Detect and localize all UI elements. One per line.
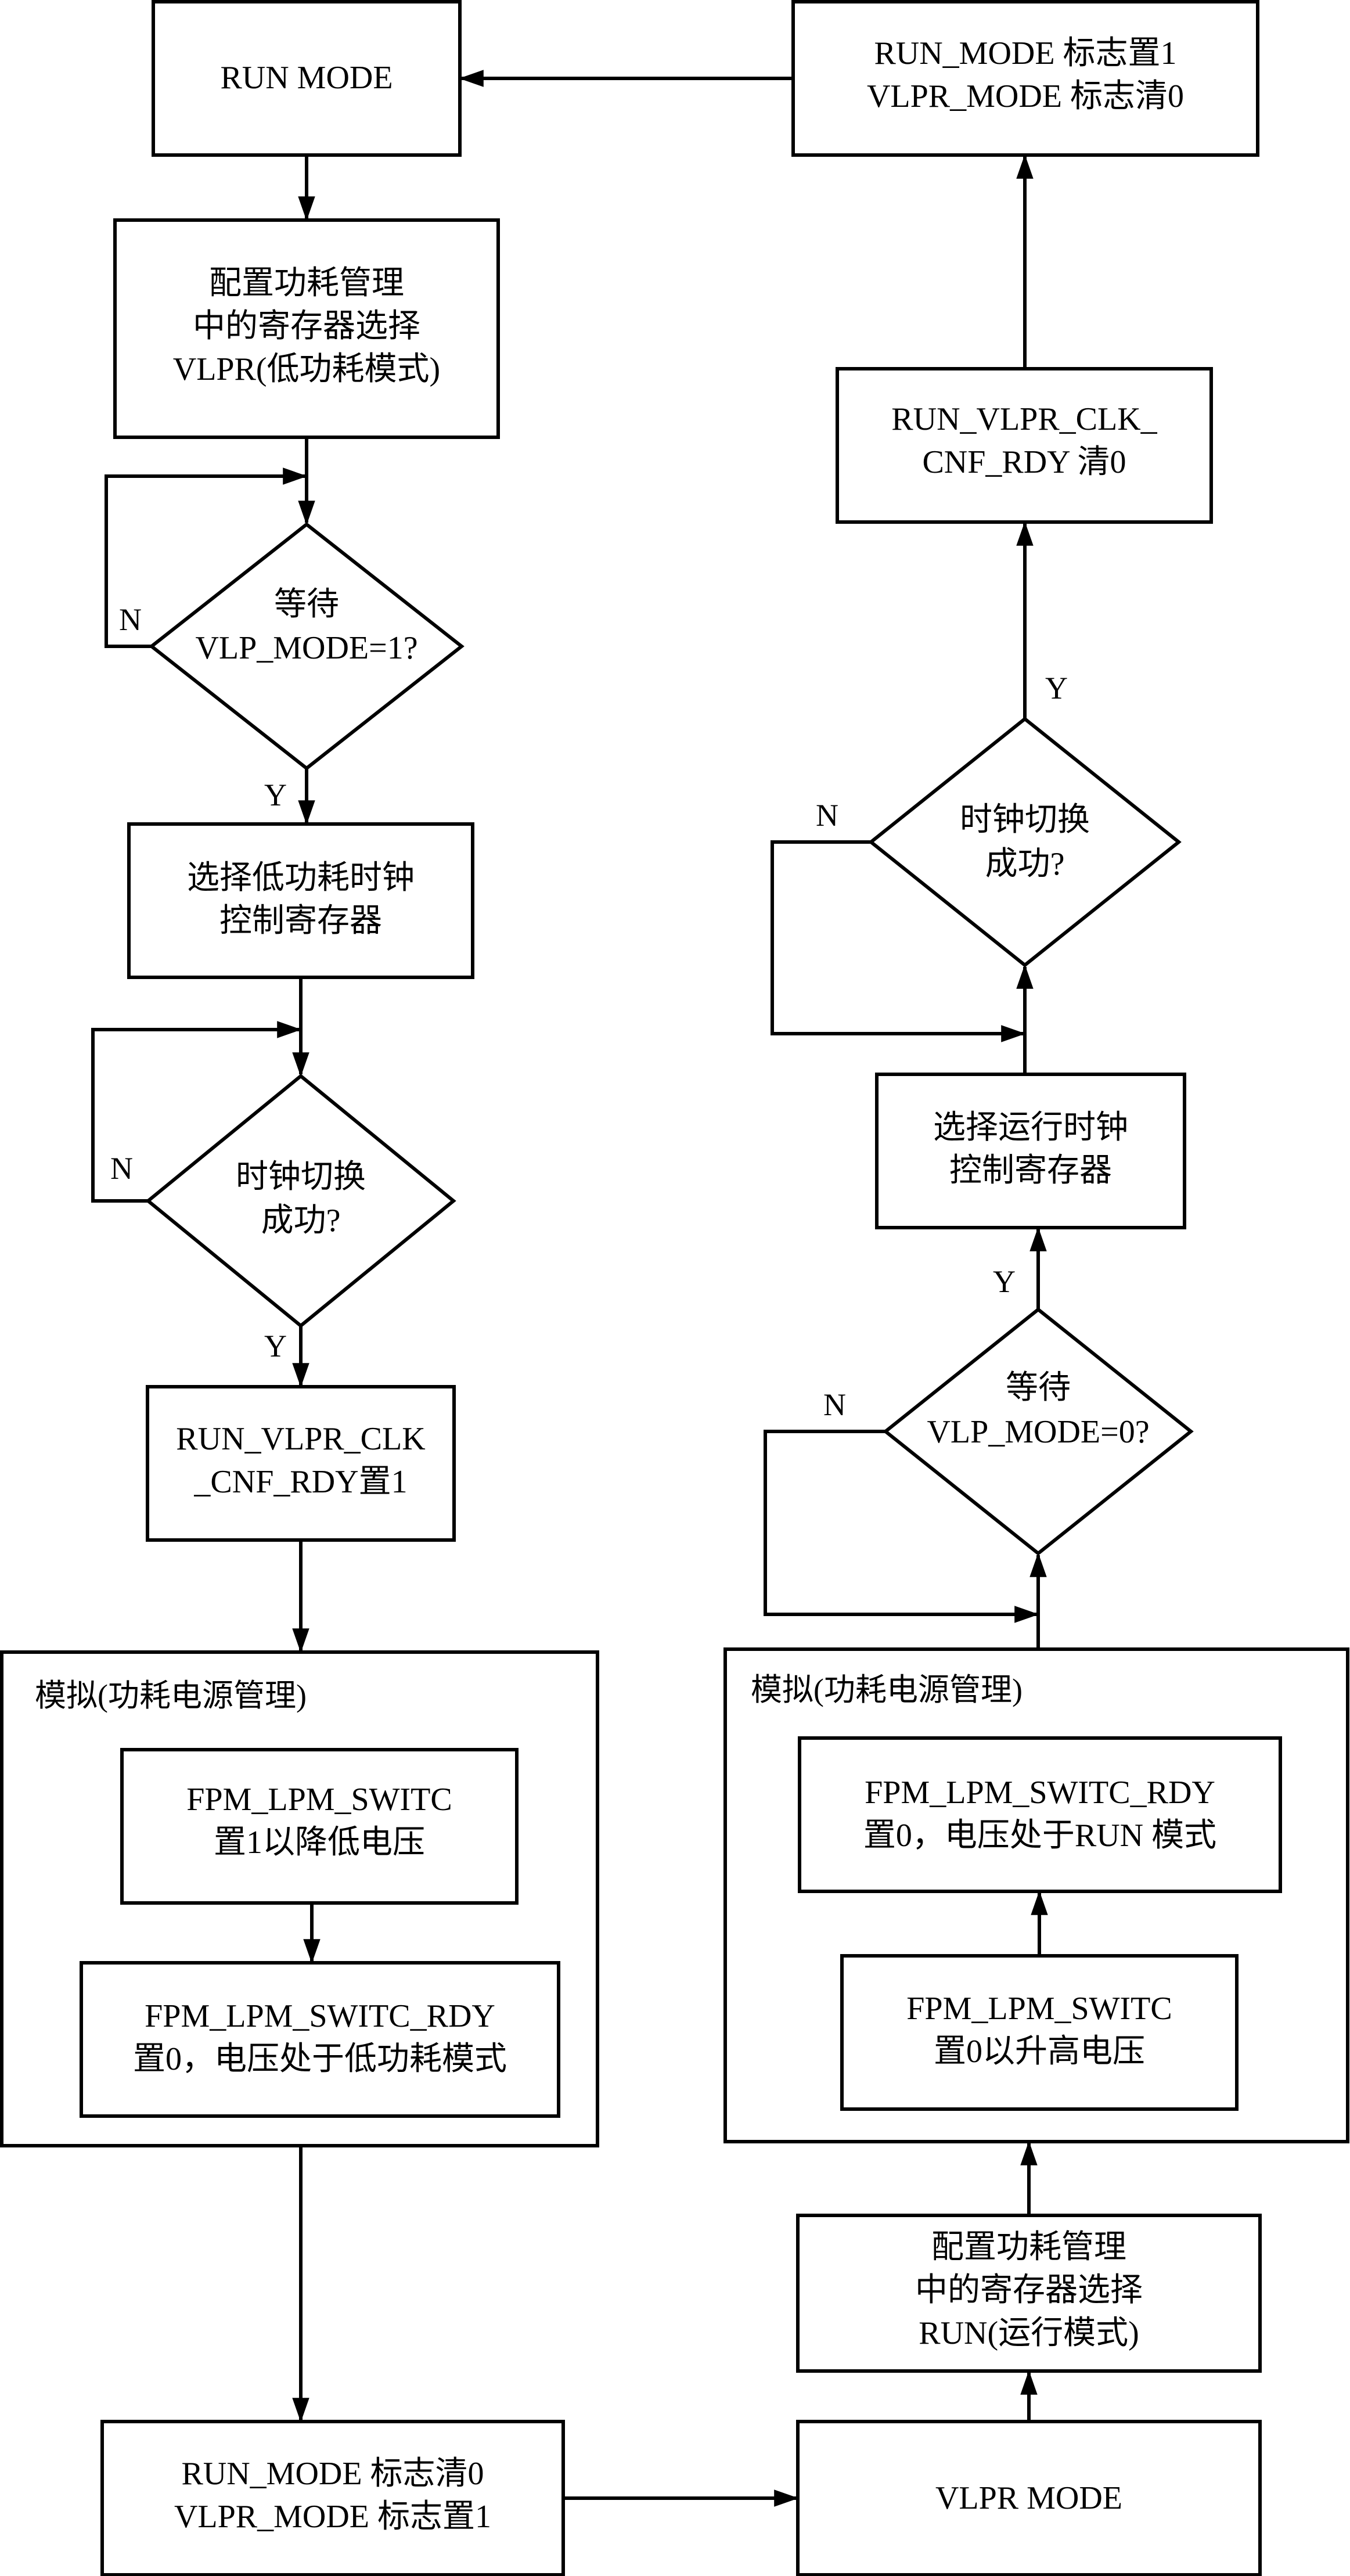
svg-text:等待: 等待 [274, 587, 339, 623]
svg-text:RUN_VLPR_CLK: RUN_VLPR_CLK [176, 1421, 425, 1457]
node-rdy-clear-0: RUN_VLPR_CLK_ CNF_RDY 清0 [836, 367, 1213, 524]
decision-clock-switch-right: 时钟切换 成功? [868, 717, 1182, 967]
node-switch-set-1-lower-voltage: FPM_LPM_SWITC 置1以降低电压 [120, 1748, 519, 1905]
loop-clock-right-no [771, 840, 1026, 1042]
decision-clock-switch-left: 时钟切换 成功? [145, 1074, 456, 1328]
svg-text:RUN_VLPR_CLK_: RUN_VLPR_CLK_ [891, 401, 1157, 437]
loop-clock-left-no [91, 1021, 302, 1203]
svg-text:配置功耗管理: 配置功耗管理 [931, 2229, 1126, 2265]
svg-text:成功?: 成功? [261, 1203, 341, 1239]
svg-text:中的寄存器选择: 中的寄存器选择 [193, 308, 420, 344]
loop-wait0-no [764, 1430, 1039, 1623]
label-yes-clock-left: Y [264, 1329, 287, 1363]
svg-text:置1以降低电压: 置1以降低电压 [214, 1825, 425, 1861]
node-run-mode: RUN MODE [152, 0, 462, 157]
label-yes-wait1: Y [264, 778, 287, 812]
svg-text:选择低功耗时钟: 选择低功耗时钟 [187, 860, 415, 896]
node-flags-to-vlpr: RUN_MODE 标志清0 VLPR_MODE 标志置1 [100, 2420, 565, 2576]
loop-wait1-no [105, 467, 308, 648]
svg-text:_CNF_RDY置1: _CNF_RDY置1 [193, 1464, 407, 1500]
label-yes-clock-right: Y [1045, 671, 1068, 706]
svg-text:CNF_RDY 清0: CNF_RDY 清0 [922, 444, 1126, 480]
svg-text:置0，电压处于RUN 模式: 置0，电压处于RUN 模式 [863, 1818, 1216, 1854]
svg-text:VLPR_MODE 标志置1: VLPR_MODE 标志置1 [174, 2499, 491, 2535]
decision-wait-vlp-mode-1: 等待 VLP_MODE=1? [149, 522, 465, 771]
node-select-low-power-clock: 选择低功耗时钟 控制寄存器 [127, 822, 474, 979]
svg-text:时钟切换: 时钟切换 [960, 802, 1090, 838]
svg-text:FPM_LPM_SWITC_RDY: FPM_LPM_SWITC_RDY [865, 1775, 1215, 1811]
svg-text:时钟切换: 时钟切换 [236, 1159, 366, 1195]
svg-text:等待: 等待 [1006, 1370, 1071, 1406]
node-vlpr-mode: VLPR MODE [796, 2420, 1262, 2576]
svg-text:VLPR(低功耗模式): VLPR(低功耗模式) [173, 351, 440, 387]
svg-text:VLP_MODE=0?: VLP_MODE=0? [927, 1414, 1149, 1450]
node-rdy-clear-run: FPM_LPM_SWITC_RDY 置0，电压处于RUN 模式 [798, 1736, 1282, 1893]
svg-text:成功?: 成功? [985, 846, 1065, 882]
label-no-wait1: N [119, 602, 142, 637]
label-no-clock-right: N [816, 798, 838, 833]
node-select-run-clock: 选择运行时钟 控制寄存器 [875, 1073, 1186, 1229]
group-label-left: 模拟(功耗电源管理) [35, 1678, 307, 1713]
node-flags-to-run: RUN_MODE 标志置1 VLPR_MODE 标志清0 [791, 0, 1259, 157]
svg-text:控制寄存器: 控制寄存器 [219, 903, 382, 939]
node-switch-set-0-raise-voltage: FPM_LPM_SWITC 置0以升高电压 [840, 1954, 1239, 2111]
label-no-clock-left: N [110, 1151, 133, 1186]
svg-text:VLPR MODE: VLPR MODE [935, 2480, 1122, 2516]
svg-text:VLPR_MODE 标志清0: VLPR_MODE 标志清0 [867, 78, 1184, 114]
svg-text:FPM_LPM_SWITC: FPM_LPM_SWITC [906, 1991, 1172, 2027]
svg-text:选择运行时钟: 选择运行时钟 [933, 1110, 1128, 1146]
node-config-vlpr: 配置功耗管理 中的寄存器选择 VLPR(低功耗模式) [113, 218, 500, 439]
svg-text:RUN MODE: RUN MODE [220, 60, 393, 96]
svg-text:RUN_MODE 标志置1: RUN_MODE 标志置1 [874, 35, 1176, 71]
svg-text:置0，电压处于低功耗模式: 置0，电压处于低功耗模式 [133, 2041, 507, 2077]
svg-text:置0以升高电压: 置0以升高电压 [934, 2034, 1145, 2070]
label-yes-wait0: Y [993, 1264, 1016, 1299]
svg-text:FPM_LPM_SWITC_RDY: FPM_LPM_SWITC_RDY [145, 1998, 495, 2034]
svg-text:VLP_MODE=1?: VLP_MODE=1? [195, 630, 417, 666]
svg-text:中的寄存器选择: 中的寄存器选择 [915, 2272, 1143, 2308]
group-label-right: 模拟(功耗电源管理) [751, 1672, 1023, 1707]
node-rdy-set-1: RUN_VLPR_CLK _CNF_RDY置1 [146, 1385, 456, 1542]
svg-text:控制寄存器: 控制寄存器 [949, 1153, 1112, 1189]
decision-wait-vlp-mode-0: 等待 VLP_MODE=0? [883, 1307, 1194, 1556]
svg-text:FPM_LPM_SWITC: FPM_LPM_SWITC [186, 1782, 452, 1818]
node-config-run: 配置功耗管理 中的寄存器选择 RUN(运行模式) [796, 2214, 1262, 2373]
node-rdy-clear-low-power: FPM_LPM_SWITC_RDY 置0，电压处于低功耗模式 [80, 1961, 560, 2118]
svg-text:配置功耗管理: 配置功耗管理 [209, 265, 404, 301]
label-no-wait0: N [823, 1387, 846, 1422]
svg-text:RUN(运行模式): RUN(运行模式) [919, 2315, 1139, 2351]
svg-text:RUN_MODE 标志清0: RUN_MODE 标志清0 [181, 2456, 484, 2492]
